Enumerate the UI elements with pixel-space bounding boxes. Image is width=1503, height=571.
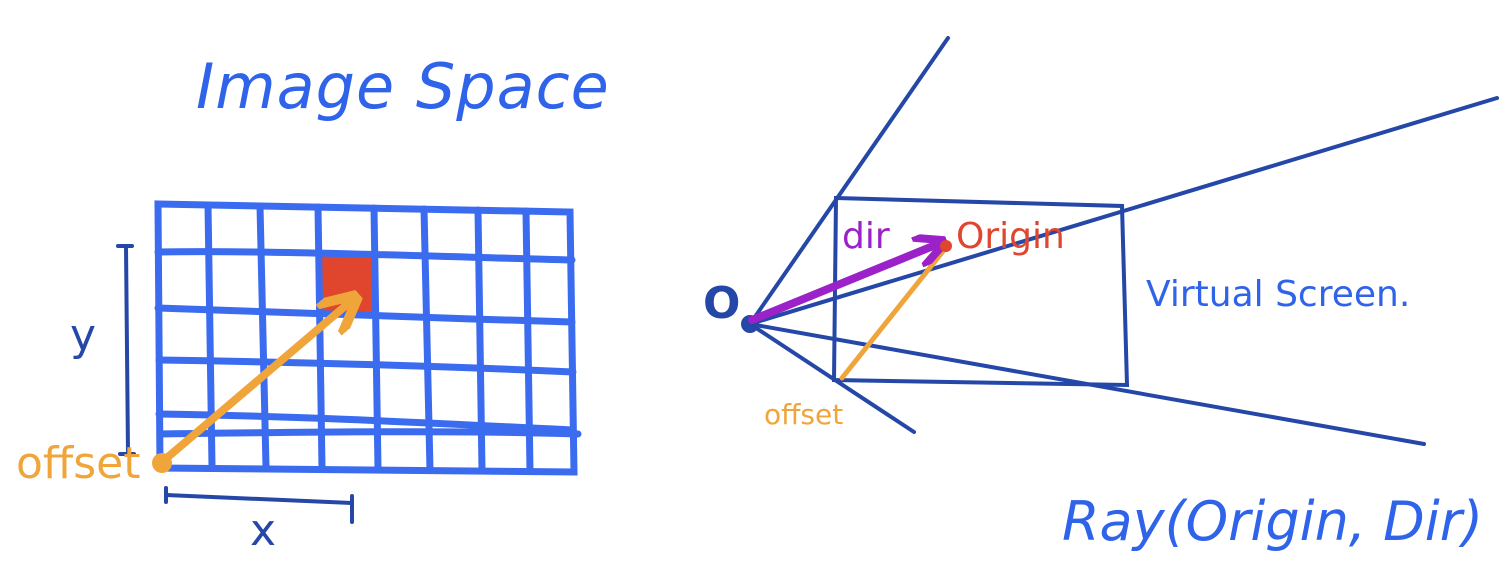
virtual-screen-label: Virtual Screen. bbox=[1146, 274, 1410, 315]
image-space-title: Image Space bbox=[196, 50, 610, 123]
offset-label: offset bbox=[16, 438, 140, 489]
screen-offset-label: offset bbox=[764, 398, 843, 431]
ray-caption: Ray(Origin, Dir) bbox=[1062, 490, 1483, 553]
virtual-screen-panel: O offset dir Origin Virtual Screen. Ray(… bbox=[703, 36, 1499, 553]
pixel-grid bbox=[154, 200, 582, 476]
frustum-bottom-line bbox=[748, 322, 916, 434]
x-dimension-bracket bbox=[164, 486, 354, 524]
x-label: x bbox=[250, 505, 276, 556]
ray-origin-dot bbox=[940, 240, 952, 252]
frustum-top-line bbox=[748, 36, 950, 326]
offset-vector-arrow bbox=[158, 302, 350, 466]
dir-vector-arrow bbox=[748, 244, 938, 324]
ray-origin-label: Origin bbox=[956, 216, 1065, 257]
dir-label: dir bbox=[842, 216, 890, 257]
offset-origin-dot bbox=[152, 453, 172, 473]
image-space-panel: Image Space y bbox=[16, 50, 610, 556]
virtual-screen-rect bbox=[831, 195, 1130, 388]
camera-origin-label: O bbox=[703, 278, 740, 329]
y-label: y bbox=[70, 310, 96, 361]
grid-frame bbox=[154, 200, 578, 476]
y-dimension-bracket bbox=[116, 244, 136, 456]
screen-offset-arrow bbox=[839, 247, 947, 381]
